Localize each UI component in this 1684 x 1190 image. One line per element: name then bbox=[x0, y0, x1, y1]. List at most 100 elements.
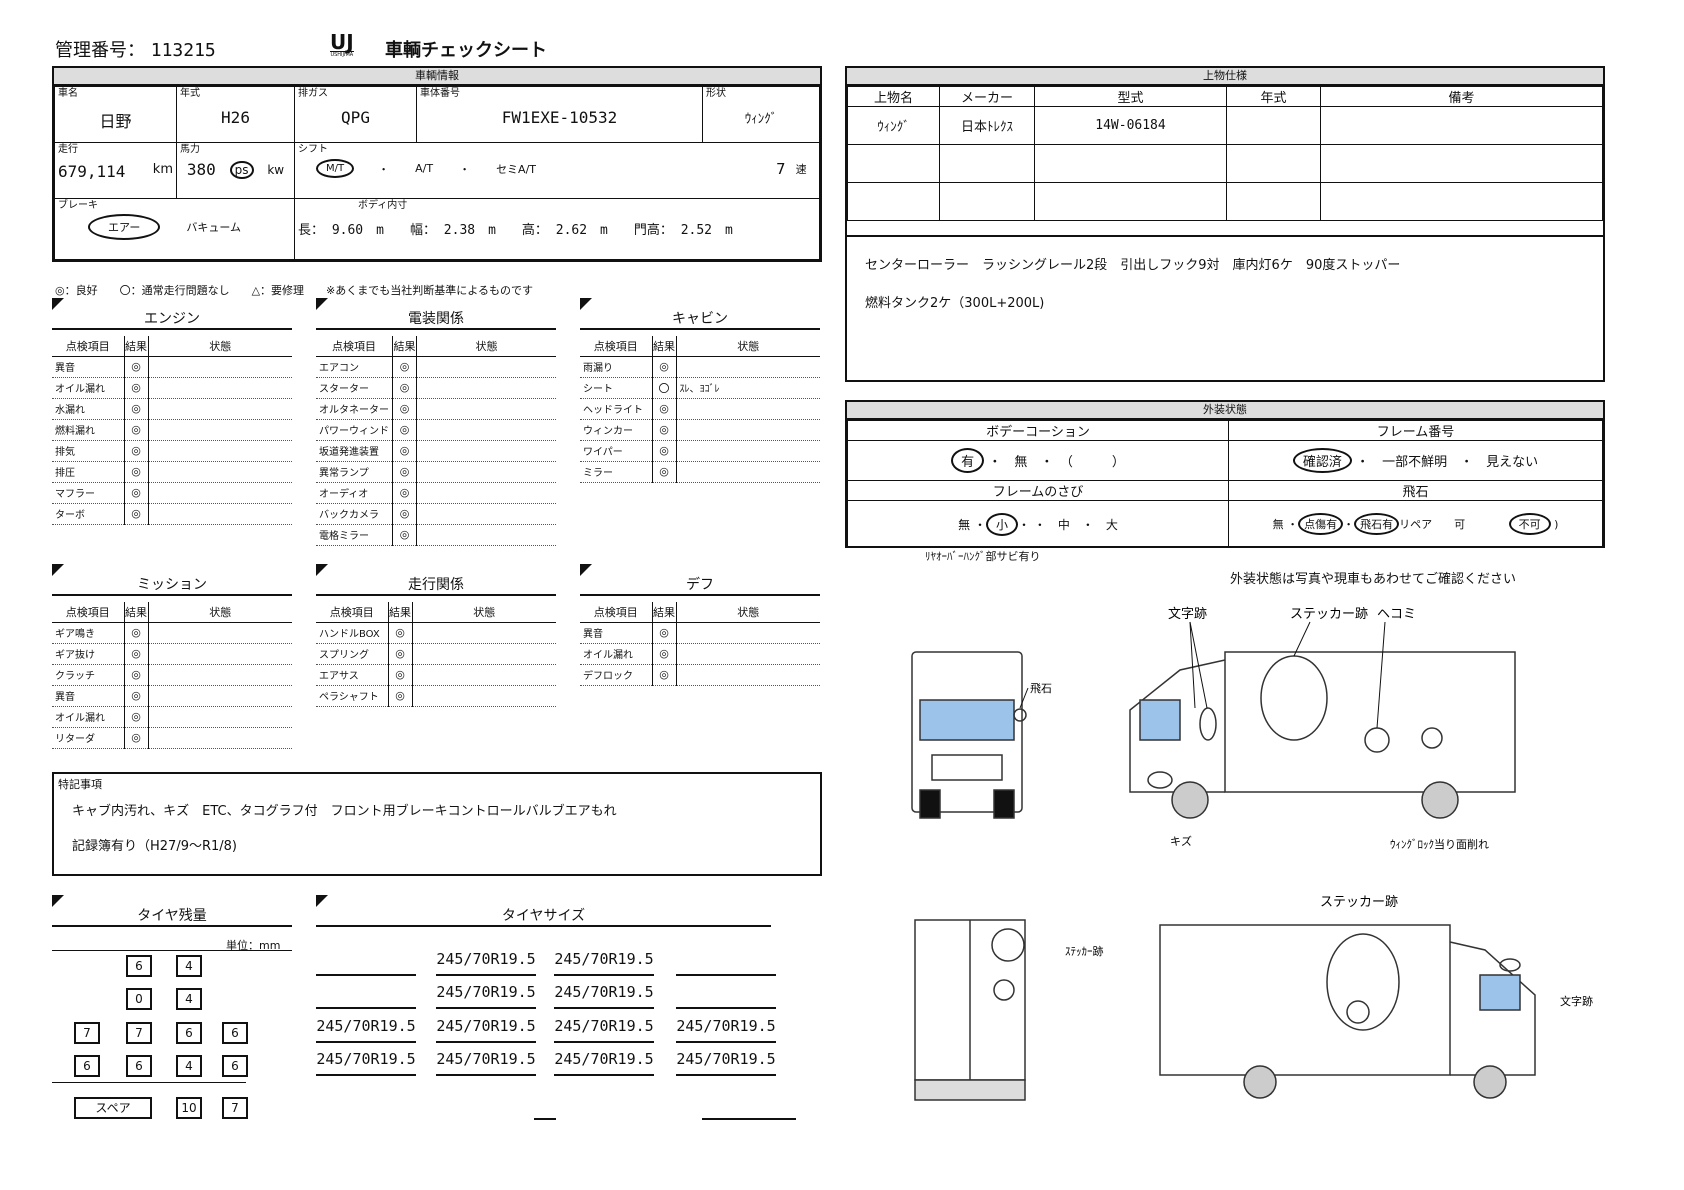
brake-air-selected: エアー bbox=[88, 214, 161, 240]
table-row: 雨漏り◎ bbox=[580, 356, 820, 378]
table-row: ウィンカー◎ bbox=[580, 419, 820, 441]
tire-remain-title: タイヤ残量 bbox=[52, 905, 292, 927]
table-row: ハンドルBOX◎ bbox=[316, 622, 556, 644]
frameno-checked-selected: 確認済 bbox=[1292, 448, 1352, 473]
tire-remain-cell: 7 bbox=[222, 1097, 248, 1119]
stone-chip-selected: 飛石有 bbox=[1354, 513, 1400, 535]
table-row: スターター◎ bbox=[316, 377, 556, 399]
svg-text:文字跡: 文字跡 bbox=[1168, 606, 1207, 622]
company-logo: UJ USHIJIMA bbox=[330, 30, 354, 58]
shape-value: ｳｨﾝｸﾞ bbox=[744, 112, 778, 127]
table-row: シート〇ｽﾚ、ﾖｺﾞﾚ bbox=[580, 377, 820, 399]
svg-text:文字跡: 文字跡 bbox=[1560, 994, 1593, 1008]
table-row: エアサス◎ bbox=[316, 664, 556, 686]
mission-table: 点検項目結果状態ギア鳴き◎ギア抜け◎クラッチ◎異音◎オイル漏れ◎リターダ◎ bbox=[52, 602, 292, 749]
table-row: オイル漏れ◎ bbox=[52, 706, 292, 728]
svg-text:飛石: 飛石 bbox=[1030, 682, 1052, 695]
remarks-box: 特記事項 キャブ内汚れ、キズ ETC、タコグラフ付 フロント用ブレーキコントロー… bbox=[52, 772, 822, 876]
rust-note: ﾘﾔｵｰﾊﾞｰﾊﾝｸﾞ部サビ有り bbox=[925, 550, 1041, 563]
tire-size-cell: 245/70R19.5 bbox=[436, 950, 536, 976]
vehicle-info-header: 車輌情報 bbox=[54, 68, 820, 86]
section-marker-icon bbox=[52, 298, 64, 310]
upper-note-1: センターローラー ラッシングレール2段 引出しフック9対 庫内灯6ケ 90度スト… bbox=[865, 258, 1401, 273]
power-value: 380 bbox=[186, 160, 216, 179]
table-row: クラッチ◎ bbox=[52, 664, 292, 686]
emission-value: QPG bbox=[341, 108, 370, 127]
svg-text:キズ: キズ bbox=[1170, 834, 1192, 848]
tire-remain-cell: 0 bbox=[126, 988, 152, 1010]
cabin-title: キャビン bbox=[580, 308, 820, 330]
table-row: ギア鳴き◎ bbox=[52, 622, 292, 644]
tire-size-cell bbox=[676, 983, 776, 1009]
tire-size-cell: 245/70R19.5 bbox=[316, 1050, 416, 1076]
svg-text:ｳｨﾝｸﾞﾛｯｸ当り面削れ: ｳｨﾝｸﾞﾛｯｸ当り面削れ bbox=[1390, 837, 1489, 851]
remarks-line-1: キャブ内汚れ、キズ ETC、タコグラフ付 フロント用ブレーキコントロールバルブエ… bbox=[72, 804, 617, 819]
svg-text:ステッカー跡: ステッカー跡 bbox=[1290, 606, 1368, 622]
tire-size-cell: 245/70R19.5 bbox=[676, 1017, 776, 1043]
svg-text:ヘコミ: ヘコミ bbox=[1377, 607, 1416, 622]
table-row: 排気◎ bbox=[52, 440, 292, 462]
tire-remain-cell: 6 bbox=[126, 955, 152, 977]
section-marker-icon bbox=[52, 895, 64, 907]
table-row: 排圧◎ bbox=[52, 461, 292, 483]
cabin-table: 点検項目結果状態雨漏り◎シート〇ｽﾚ、ﾖｺﾞﾚヘッドライト◎ウィンカー◎ワイパー… bbox=[580, 336, 820, 483]
svg-text:ｽﾃｯｶｰ跡: ｽﾃｯｶｰ跡 bbox=[1065, 944, 1104, 958]
table-row: 坂道発進装置◎ bbox=[316, 440, 556, 462]
diff-title: デフ bbox=[580, 574, 820, 596]
section-marker-icon bbox=[580, 298, 592, 310]
section-marker-icon bbox=[316, 895, 328, 907]
upper-spec-header: 上物仕様 bbox=[847, 68, 1603, 86]
tire-remain-cell: 6 bbox=[74, 1055, 100, 1077]
rust-small-selected: 小 bbox=[985, 512, 1018, 536]
table-row: バックカメラ◎ bbox=[316, 503, 556, 525]
mileage-value: 679,114 bbox=[58, 162, 126, 181]
table-row: ミラー◎ bbox=[580, 461, 820, 483]
tire-size-cell: 245/70R19.5 bbox=[436, 1050, 536, 1076]
tire-remain-cell: 4 bbox=[176, 988, 202, 1010]
tire-size-cell: 245/70R19.5 bbox=[554, 1050, 654, 1076]
diff-table: 点検項目結果状態異音◎オイル漏れ◎デフロック◎ bbox=[580, 602, 820, 686]
table-row: オイル漏れ◎ bbox=[580, 643, 820, 665]
remarks-line-2: 記録簿有り（H27/9～R1/8) bbox=[72, 839, 237, 854]
tire-size-cell: 245/70R19.5 bbox=[554, 950, 654, 976]
table-row: デフロック◎ bbox=[580, 664, 820, 686]
table-row: オルタネーター◎ bbox=[316, 398, 556, 420]
table-row: 燃料漏れ◎ bbox=[52, 419, 292, 441]
maker-value: 日野 bbox=[99, 112, 132, 131]
tire-remain-cell: 7 bbox=[126, 1022, 152, 1044]
tire-size-cell bbox=[316, 983, 416, 1009]
truck-side-view bbox=[1129, 651, 1516, 819]
body-dims: 長： 9.60 m 幅： 2.38 m 高： 2.62 m 門高： 2.52 m bbox=[298, 223, 733, 238]
table-row: 異音◎ bbox=[52, 356, 292, 378]
svg-text:ステッカー跡: ステッカー跡 bbox=[1320, 894, 1398, 910]
table-row: パワーウィンド◎ bbox=[316, 419, 556, 441]
table-row: ワイパー◎ bbox=[580, 440, 820, 462]
table-row: 異音◎ bbox=[52, 685, 292, 707]
upper-spec-box: 上物仕様 上物名 メーカー 型式 年式 備考 ｳｨﾝｸﾞ 日本ﾄﾚｸｽ 14W-… bbox=[845, 66, 1605, 382]
table-row: ターボ◎ bbox=[52, 503, 292, 525]
tire-size-cell: 245/70R19.5 bbox=[554, 1017, 654, 1043]
electric-table: 点検項目結果状態エアコン◎スターター◎オルタネーター◎パワーウィンド◎坂道発進装… bbox=[316, 336, 556, 546]
spare-label: スペア bbox=[74, 1097, 152, 1119]
truck-side-view-2 bbox=[1159, 924, 1536, 1099]
table-row: 水漏れ◎ bbox=[52, 398, 292, 420]
tire-size-cell bbox=[316, 950, 416, 976]
table-row: エアコン◎ bbox=[316, 356, 556, 378]
shift-mt-selected: M/T bbox=[316, 159, 355, 178]
tire-size-title: タイヤサイズ bbox=[316, 905, 771, 927]
year-value: H26 bbox=[221, 108, 250, 127]
table-row: リターダ◎ bbox=[52, 727, 292, 749]
legend: ◎：良好 〇：通常走行問題なし △：要修理 ※あくまでも当社判断基準によるもので… bbox=[55, 284, 533, 297]
tire-remain-cell: 10 bbox=[176, 1097, 202, 1119]
tire-remain-cell: 4 bbox=[176, 955, 202, 977]
tire-remain-cell: 6 bbox=[222, 1022, 248, 1044]
mission-title: ミッション bbox=[52, 574, 292, 596]
table-row: オイル漏れ◎ bbox=[52, 377, 292, 399]
table-row: ヘッドライト◎ bbox=[580, 398, 820, 420]
ps-selected: ps bbox=[229, 160, 254, 179]
section-marker-icon bbox=[316, 298, 328, 310]
running-title: 走行関係 bbox=[316, 574, 556, 596]
tire-remain-cell: 7 bbox=[74, 1022, 100, 1044]
